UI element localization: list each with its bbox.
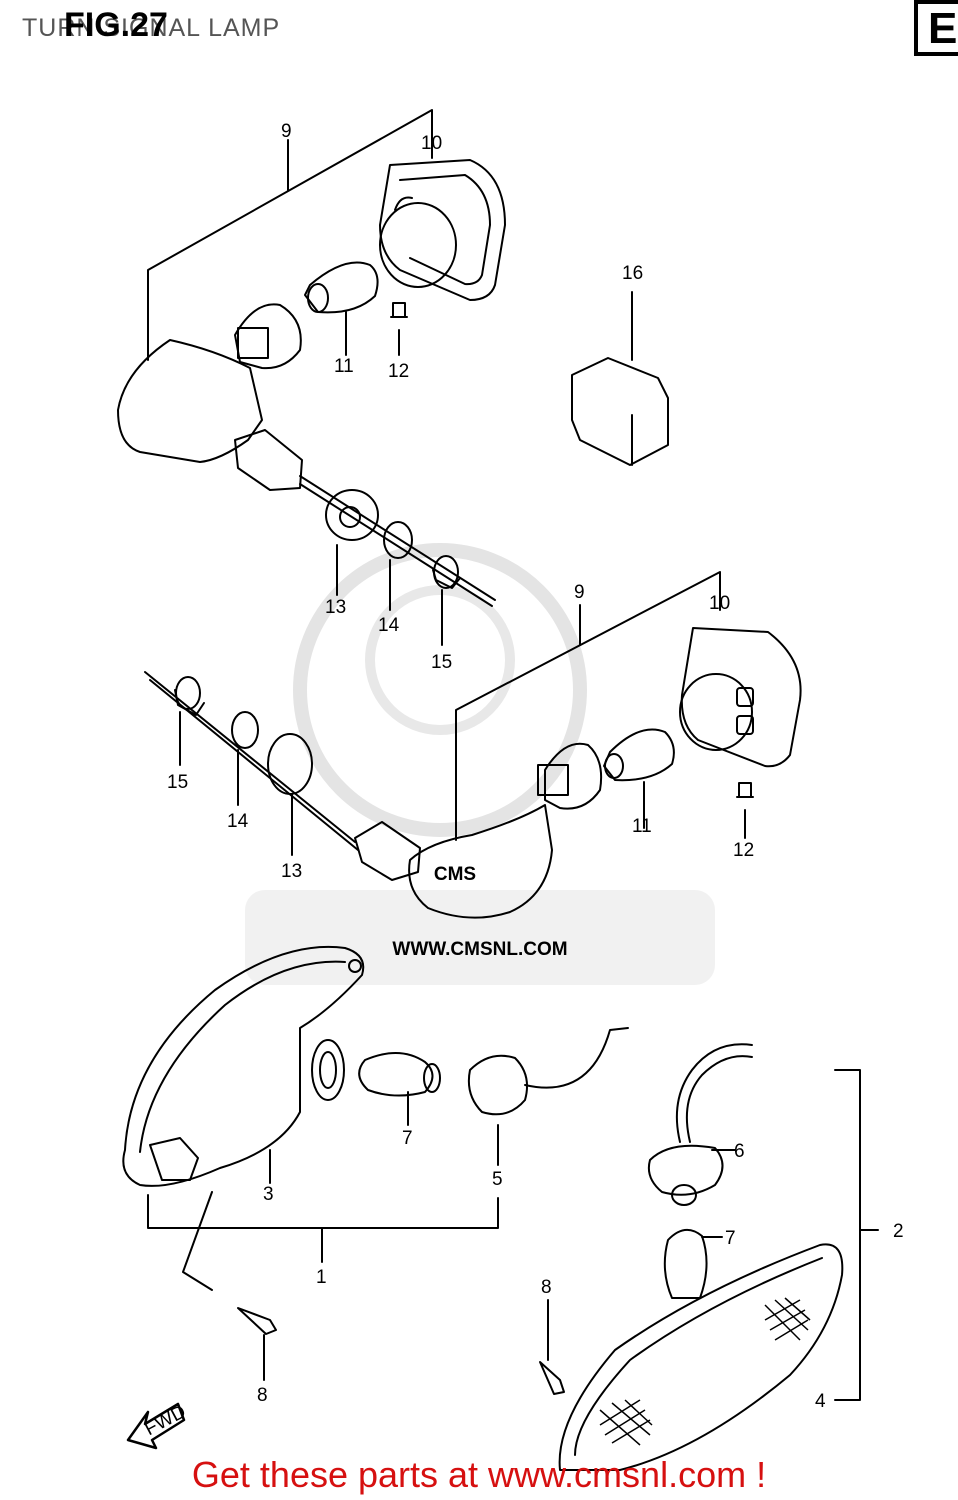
lower-left-signal-assembly xyxy=(122,945,629,1291)
callout-3: 3 xyxy=(263,1184,274,1205)
callout-10-middle: 10 xyxy=(709,593,730,614)
callout-9-middle: 9 xyxy=(574,582,585,603)
callout-11-middle: 11 xyxy=(632,816,652,837)
diagram-title: TURN SIGNAL LAMP xyxy=(22,14,281,42)
section-code-box xyxy=(914,0,958,56)
screw-8-right xyxy=(539,1299,565,1395)
watermark-logo: CMS xyxy=(434,864,476,885)
callout-15-middle: 15 xyxy=(167,772,188,793)
screw-8-left xyxy=(237,1307,277,1381)
middle-signal-assembly xyxy=(144,571,802,919)
figure-number: FIG.27 xyxy=(64,6,168,44)
fwd-arrow-icon xyxy=(126,1402,186,1450)
callout-13-middle: 13 xyxy=(281,861,302,882)
callout-1: 1 xyxy=(316,1267,327,1288)
fwd-label: FWD xyxy=(141,1401,189,1440)
callout-10-upper: 10 xyxy=(421,133,442,154)
callout-13-upper: 13 xyxy=(325,597,346,618)
promo-banner[interactable]: Get these parts at www.cmsnl.com ! xyxy=(191,1454,767,1495)
callout-8-left: 8 xyxy=(257,1385,268,1406)
callout-14-upper: 14 xyxy=(378,615,400,636)
cms-watermark: CMS WWW.CMSNL.COM xyxy=(245,543,715,985)
callout-11-upper: 11 xyxy=(334,356,354,377)
callout-7-right: 7 xyxy=(725,1228,736,1249)
lower-right-signal-assembly xyxy=(558,1043,879,1471)
watermark-url: WWW.CMSNL.COM xyxy=(392,939,567,960)
callout-2: 2 xyxy=(893,1221,904,1242)
callout-5: 5 xyxy=(492,1169,503,1190)
callout-7-left: 7 xyxy=(402,1128,413,1149)
callout-8-right: 8 xyxy=(541,1277,552,1298)
callout-12-middle: 12 xyxy=(733,840,754,861)
callout-14-middle: 14 xyxy=(227,811,249,832)
upper-signal-assembly xyxy=(117,109,506,646)
callout-9-upper: 9 xyxy=(281,121,292,142)
section-code: E xyxy=(928,4,958,53)
callout-15-upper: 15 xyxy=(431,652,452,673)
lens-hatching xyxy=(599,1297,811,1446)
callout-12-upper: 12 xyxy=(388,361,409,382)
callout-4: 4 xyxy=(815,1391,826,1412)
callout-6: 6 xyxy=(734,1141,745,1162)
part-16-block xyxy=(571,291,669,466)
callout-16: 16 xyxy=(622,263,643,284)
